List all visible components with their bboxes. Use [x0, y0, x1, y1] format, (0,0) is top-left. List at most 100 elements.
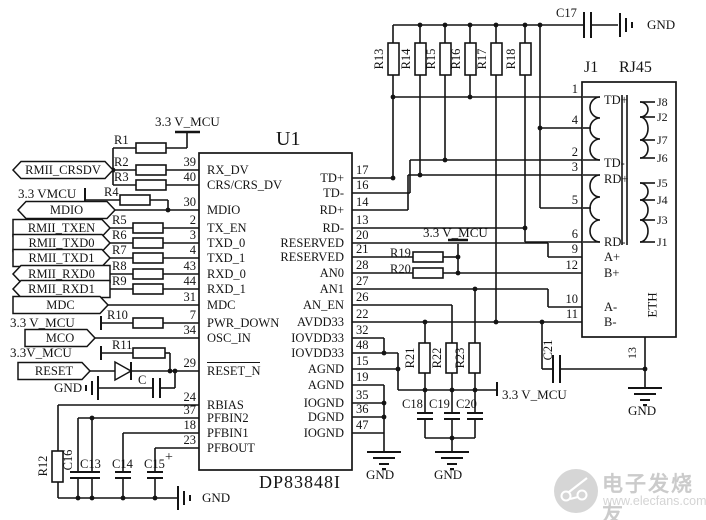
pin-name-RBIAS: RBIAS: [207, 398, 244, 412]
junction-dot: [75, 495, 81, 501]
pin-number-22: 22: [356, 307, 369, 321]
power-label-3: 3.3V_MCU: [10, 345, 72, 360]
pin-number-27: 27: [356, 274, 369, 288]
rj45-label-RD+: RD+: [604, 172, 629, 186]
resistor-label-R1: R1: [114, 133, 129, 147]
rj45-winding-J1: J1: [657, 235, 668, 249]
resistor-label-R8: R8: [112, 259, 127, 273]
pin-number-29: 29: [183, 356, 197, 370]
resistor-body-R22: [445, 342, 458, 374]
resistor-label-R14: R14: [398, 48, 413, 70]
resistor-body-R20: [412, 267, 444, 279]
pin-name-AVDD33: AVDD33: [297, 315, 344, 329]
pin-number-37: 37: [183, 403, 197, 417]
junction-dot: [493, 22, 499, 28]
resistor-body-R12: [51, 450, 64, 483]
resistor-body-R15: [439, 42, 452, 76]
pin-number-48: 48: [356, 338, 369, 352]
capacitor-label-C21: C21: [540, 339, 555, 361]
rj45-label-RD-: RD-: [604, 235, 626, 249]
pin-name-PFBIN1: PFBIN1: [207, 426, 249, 440]
signal-flag-MDC: [12, 295, 110, 315]
junction-dot: [442, 22, 448, 28]
rj45-outline: [581, 81, 677, 338]
gnd-label-0: GND: [647, 17, 676, 32]
rj45-winding-J5: J5: [657, 176, 668, 190]
signal-flag-label: MDC: [46, 298, 75, 312]
pin-number-26: 26: [356, 290, 369, 304]
junction-dot: [442, 157, 448, 163]
rj45-pin-5: 5: [571, 193, 578, 207]
resistor-label-R7: R7: [112, 243, 127, 257]
resistor-label-R4: R4: [104, 185, 119, 199]
rj45-label-B+: B+: [604, 266, 620, 280]
gnd-label-1: GND: [54, 380, 83, 395]
resistor-label-R19: R19: [390, 246, 411, 260]
pin-name-TD+: TD+: [320, 171, 344, 185]
rj45-winding-J4: J4: [657, 193, 668, 207]
pin-number-18: 18: [183, 418, 197, 432]
signal-flag-MCO: [24, 328, 97, 348]
signal-flag-label: RMII_TXD1: [28, 251, 95, 265]
pin-name-TXD_0: TXD_0: [207, 236, 246, 250]
junction-dot: [539, 319, 545, 325]
rj45-label-B-: B-: [604, 315, 617, 329]
pin-name-TD-: TD-: [323, 186, 344, 200]
pin-name-CRS/CRS_DV: CRS/CRS_DV: [207, 178, 283, 192]
pin-number-19: 19: [356, 370, 369, 384]
resistor-label-R10: R10: [107, 308, 128, 322]
gnd-label-3: GND: [366, 467, 395, 482]
signal-flag-label: RMII_RXD0: [28, 267, 95, 281]
resistor-label-R13: R13: [371, 48, 386, 70]
ic-outline: [198, 152, 353, 471]
pin-name-RXD_0: RXD_0: [207, 267, 246, 281]
pin-name-MDIO: MDIO: [207, 203, 241, 217]
transformer-coil: [589, 96, 601, 161]
pin-name-PFBOUT: PFBOUT: [207, 441, 255, 455]
rj45-pin-6: 6: [571, 227, 578, 241]
junction-dot: [395, 366, 401, 372]
junction-dot: [537, 22, 543, 28]
rj45-winding-J3: J3: [657, 213, 668, 227]
pin-name-TXD_1: TXD_1: [207, 251, 246, 265]
resistor-body-R11: [132, 347, 166, 359]
watermark-url: www.elecfans.com: [603, 494, 706, 508]
rj45-type: RJ45: [619, 59, 652, 76]
junction-dot: [152, 495, 158, 501]
resistor-body-R16: [464, 42, 477, 76]
pin-number-28: 28: [356, 258, 369, 272]
pin-number-20: 20: [356, 228, 369, 242]
signal-flag-MDIO: [16, 200, 117, 220]
pin-name-MDC: MDC: [207, 298, 236, 312]
junction-dot: [390, 94, 396, 100]
pin-number-44: 44: [183, 274, 197, 288]
junction-dot: [381, 350, 387, 356]
resistor-body-R6: [132, 237, 164, 249]
power-label-4: 3.3 V_MCU: [423, 225, 488, 240]
rj45-label-A+: A+: [604, 250, 621, 264]
rj45-pin-9: 9: [571, 242, 578, 256]
resistor-body-R2: [135, 164, 167, 176]
resistor-label-R18: R18: [503, 48, 518, 70]
pin-number-21: 21: [356, 242, 369, 256]
power-label-5: 3.3 V_MCU: [502, 387, 567, 402]
pin-number-15: 15: [356, 354, 369, 368]
pin-number-39: 39: [183, 155, 197, 169]
resistor-label-R21: R21: [402, 347, 417, 369]
resistor-label-R17: R17: [474, 48, 489, 70]
rj45-pin-13: 13: [625, 347, 639, 359]
cap-polarity-plus: +: [165, 450, 173, 465]
capacitor-label-C14: C14: [112, 457, 133, 471]
pin-number-13: 13: [356, 213, 369, 227]
pin-number-32: 32: [356, 323, 369, 337]
pin-number-3: 3: [189, 228, 196, 242]
capacitor-label-C18: C18: [402, 397, 423, 411]
power-label-1: 3.3 VMCU: [18, 186, 77, 201]
junction-dot: [449, 387, 455, 393]
rj45-pin-12: 12: [565, 258, 579, 272]
pin-name-PFBIN2: PFBIN2: [207, 411, 249, 425]
resistor-body-R1: [135, 142, 167, 154]
pin-name-AN0: AN0: [319, 266, 344, 280]
pin-name-TX_EN: TX_EN: [207, 221, 247, 235]
rj45-winding-J8: J8: [657, 95, 668, 109]
